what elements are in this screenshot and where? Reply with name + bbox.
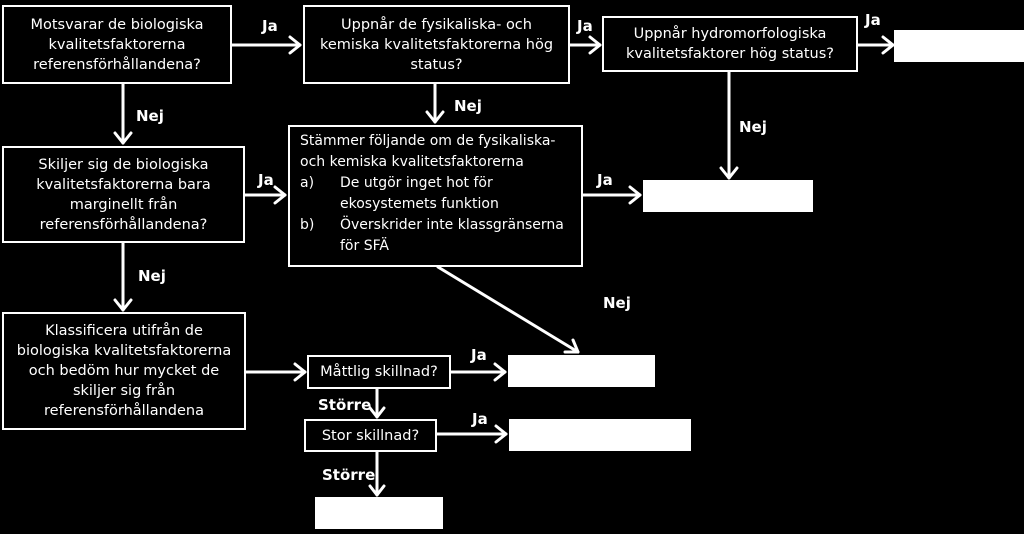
edge-label-ja: Ja <box>597 171 613 189</box>
decision-physchem-high-status: Uppnår de fysikaliska- och kemiska kvali… <box>303 5 570 84</box>
box-text-line: Överskrider inte klassgränserna <box>340 217 564 233</box>
box-text-line: Motsvarar de biologiska <box>30 16 204 33</box>
condition-item-a: a) De utgör inget hot för ekosystemets f… <box>300 173 571 215</box>
decision-biological-reference: Motsvarar de biologiska kvalitetsfaktore… <box>2 5 232 84</box>
box-text-line: Stämmer följande om de fysikaliska- <box>300 133 556 149</box>
decision-moderate-difference: Måttlig skillnad? <box>307 355 451 389</box>
edge-label-nej: Nej <box>138 267 166 285</box>
decision-physchem-conditions: Stämmer följande om de fysikaliska- och … <box>288 125 583 267</box>
condition-marker: a) <box>300 175 315 191</box>
box-text-line: Måttlig skillnad? <box>320 364 438 380</box>
edge-label-ja: Ja <box>262 17 278 35</box>
edge-label-ja: Ja <box>258 171 274 189</box>
result-box-moderate <box>508 355 655 387</box>
box-text-line: och bedöm hur mycket de <box>28 363 220 379</box>
edge-label-nej: Nej <box>454 97 482 115</box>
edge-label-nej: Nej <box>136 107 164 125</box>
result-box-high <box>894 30 1024 62</box>
condition-marker: b) <box>300 217 315 233</box>
result-box-poor <box>509 419 691 451</box>
box-text-line: status? <box>410 56 463 73</box>
box-text-line: referensförhållandena? <box>39 216 208 233</box>
edge-label-ja: Ja <box>471 346 487 364</box>
box-text-line: ekosystemets funktion <box>340 196 499 212</box>
box-text-line: och kemiska kvalitetsfaktorerna <box>300 154 524 170</box>
box-text-line: Stor skillnad? <box>321 427 420 444</box>
box-text-line: Klassificera utifrån de <box>45 323 203 339</box>
box-text-line: kvalitetsfaktorer hög status? <box>626 46 834 62</box>
edge-label-ja: Ja <box>472 410 488 428</box>
box-text-line: Skiljer sig de biologiska <box>38 156 209 173</box>
box-text-line: kemiska kvalitetsfaktorerna hög <box>319 36 554 53</box>
edge-label-ja: Ja <box>577 17 593 35</box>
result-box-good <box>643 180 813 212</box>
box-text-line: marginellt från <box>69 196 178 213</box>
edge-label-nej: Nej <box>603 294 631 312</box>
decision-hydromorph-high-status: Uppnår hydromorfologiska kvalitetsfaktor… <box>602 16 858 72</box>
box-text-line: kvalitetsfaktorerna bara <box>36 176 211 193</box>
box-text-line: De utgör inget hot för <box>340 175 493 191</box>
box-text-line: Uppnår hydromorfologiska <box>633 26 827 42</box>
edge-label-storre: Större <box>318 396 372 414</box>
box-text-line: referensförhållandena <box>44 403 204 419</box>
decision-large-difference: Stor skillnad? <box>304 419 437 452</box>
box-text-line: biologiska kvalitetsfaktorerna <box>16 343 232 359</box>
arrow-q5-result3 <box>436 265 580 354</box>
box-text-line: skiljer sig från <box>72 383 176 399</box>
edge-label-ja: Ja <box>865 11 881 29</box>
edge-label-storre: Större <box>322 466 376 484</box>
condition-text: De utgör inget hot för ekosystemets funk… <box>340 173 571 215</box>
box-text-line: referensförhållandena? <box>33 56 201 73</box>
process-classify-biological: Klassificera utifrån de biologiska kvali… <box>2 312 246 430</box>
box-text-line: för SFÄ <box>340 238 389 254</box>
condition-text: Överskrider inte klassgränserna för SFÄ <box>340 215 571 257</box>
result-box-bad <box>315 497 443 529</box>
box-text-line: kvalitetsfaktorerna <box>48 36 186 53</box>
decision-marginal-deviation: Skiljer sig de biologiska kvalitetsfakto… <box>2 146 245 243</box>
edge-label-nej: Nej <box>739 118 767 136</box>
condition-item-b: b) Överskrider inte klassgränserna för S… <box>300 215 571 257</box>
box-text-line: Uppnår de fysikaliska- och <box>341 16 532 33</box>
